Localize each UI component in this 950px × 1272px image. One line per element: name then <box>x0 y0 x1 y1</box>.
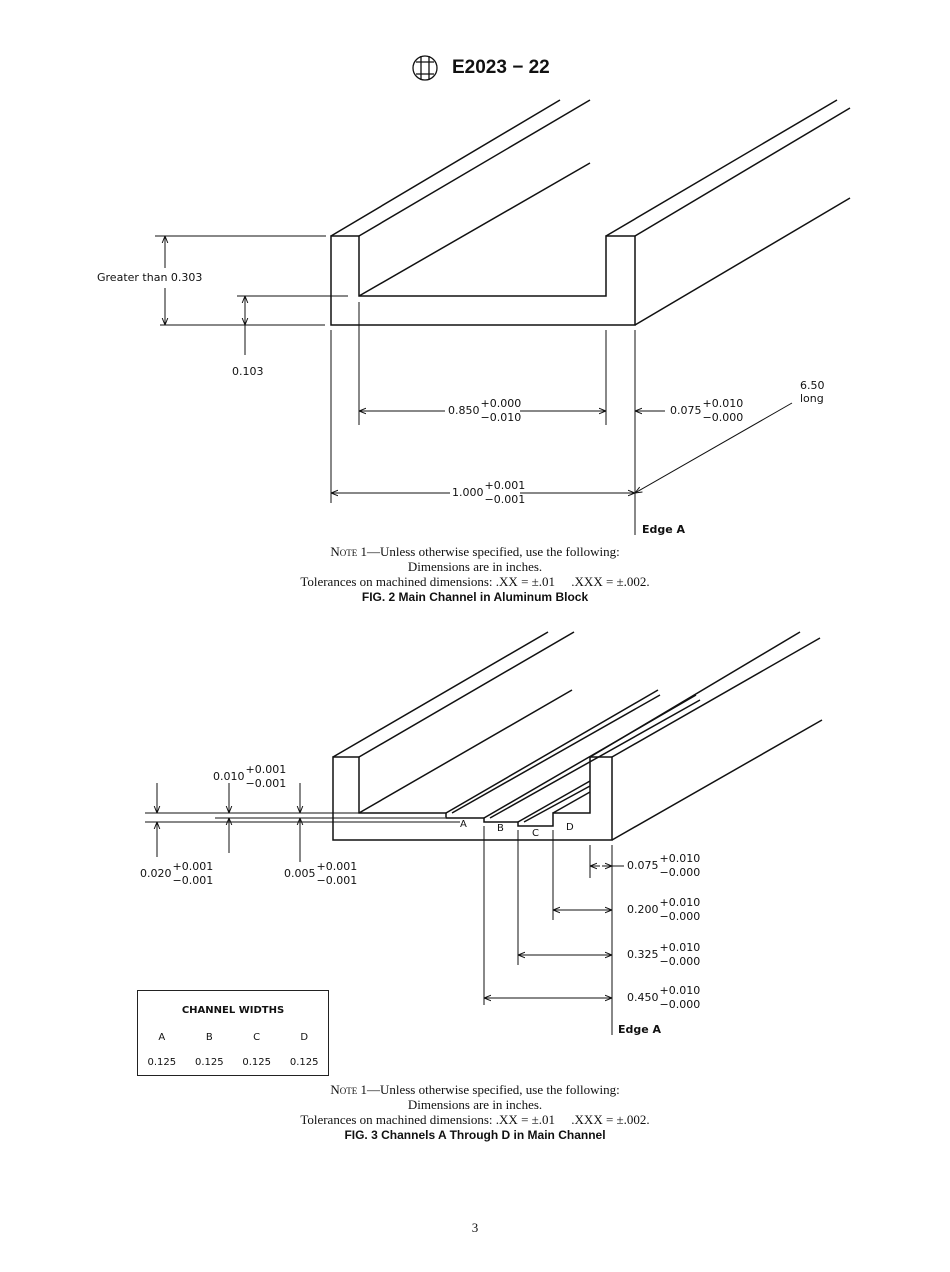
standard-designation: E2023 − 22 <box>452 57 550 78</box>
dim-0-020: 0.020+0.001−0.001 <box>140 860 213 888</box>
dim-nominal: 0.010 <box>213 770 245 783</box>
note-text: 1—Unless otherwise specified, use the fo… <box>357 544 620 559</box>
dim-minus: −0.000 <box>702 411 744 424</box>
table-header: C <box>253 1032 261 1044</box>
fig3-dimensions <box>145 783 624 1035</box>
channel-label-b: B <box>497 823 504 834</box>
dim-nominal: 0.005 <box>284 867 316 880</box>
dim-floor-thickness: 0.103 <box>232 365 264 378</box>
dim-minus: −0.000 <box>659 910 701 923</box>
note-prefix: Note <box>330 1082 358 1097</box>
dim-plus: +0.010 <box>659 941 701 954</box>
dim-plus: +0.001 <box>245 763 287 776</box>
dim-nominal: 0.325 <box>627 948 659 961</box>
table-cell: 0.125 <box>289 1056 319 1068</box>
dim-0-450: 0.450+0.010−0.000 <box>627 984 700 1012</box>
note-prefix: Note <box>330 544 358 559</box>
dim-0-010: 0.010+0.001−0.001 <box>213 763 286 791</box>
dim-length-unit: long <box>800 392 824 405</box>
fig2-drawing <box>330 99 851 326</box>
dim-nominal: 0.020 <box>140 867 172 880</box>
fig2-note-line1: Note 1—Unless otherwise specified, use t… <box>0 544 950 559</box>
dim-0-005: 0.005+0.001−0.001 <box>284 860 357 888</box>
dim-minus: −0.000 <box>659 998 701 1011</box>
edge-a-label: Edge A <box>618 1023 662 1036</box>
table-header-row: A B C D <box>138 1025 329 1050</box>
table-cell: 0.125 <box>147 1056 177 1068</box>
dim-plus: +0.001 <box>484 479 526 492</box>
dim-minus: −0.001 <box>484 493 526 506</box>
dim-plus: +0.001 <box>316 860 358 873</box>
fig3-note-line1: Note 1—Unless otherwise specified, use t… <box>0 1082 950 1097</box>
dim-length-value: 6.50 <box>800 379 825 392</box>
table-cell: 0.125 <box>242 1056 271 1068</box>
dim-channel-width: 0.850+0.000−0.010 <box>448 397 521 425</box>
edge-a-label: Edge A <box>642 523 686 536</box>
fig3-caption: FIG. 3 Channels A Through D in Main Chan… <box>344 1128 606 1142</box>
table-title: CHANNEL WIDTHS <box>181 1005 285 1017</box>
fig3-note-line3: Tolerances on machined dimensions: .XX =… <box>300 1112 650 1127</box>
dim-plus: +0.001 <box>172 860 214 873</box>
dim-plus: +0.010 <box>702 397 744 410</box>
note-text: 1—Unless otherwise specified, use the fo… <box>357 1082 620 1097</box>
page-number: 3 <box>471 1220 479 1235</box>
table-header: D <box>300 1032 309 1044</box>
dim-minus: −0.000 <box>659 955 701 968</box>
table-row: 0.125 0.125 0.125 0.125 <box>138 1050 329 1076</box>
dim-minus: −0.001 <box>316 874 358 887</box>
dim-plus: +0.000 <box>480 397 522 410</box>
dim-block-width: 1.000+0.001−0.001 <box>452 479 525 507</box>
dim-plus: +0.010 <box>659 896 701 909</box>
dim-overall-height: Greater than 0.303 <box>97 271 203 284</box>
table-header: B <box>205 1032 213 1044</box>
dim-plus: +0.010 <box>659 852 701 865</box>
fig2-caption: FIG. 2 Main Channel in Aluminum Block <box>361 590 589 604</box>
dim-nominal: 0.450 <box>627 991 659 1004</box>
channel-label-c: C <box>532 828 539 839</box>
fig2-note-line2: Dimensions are in inches. <box>407 559 543 574</box>
dim-minus: −0.001 <box>172 874 214 887</box>
fig2-dimensions <box>155 235 793 535</box>
dim-0-325: 0.325+0.010−0.000 <box>627 941 700 969</box>
dim-0-075: 0.075+0.010−0.000 <box>627 852 700 880</box>
channel-label-a: A <box>460 819 467 830</box>
fig3-note-line2: Dimensions are in inches. <box>407 1097 543 1112</box>
channel-label-d: D <box>566 822 574 833</box>
fig2-note-line3: Tolerances on machined dimensions: .XX =… <box>300 574 650 589</box>
table-header: A <box>158 1032 166 1044</box>
dim-nominal: 1.000 <box>452 486 484 499</box>
dim-minus: −0.010 <box>480 411 522 424</box>
dim-minus: −0.000 <box>659 866 701 879</box>
dim-nominal: 0.200 <box>627 903 659 916</box>
fig3-drawing <box>332 631 823 841</box>
dim-wall-width: 0.075+0.010−0.000 <box>670 397 743 425</box>
dim-length: 6.50 long <box>800 379 825 405</box>
dim-nominal: 0.075 <box>627 859 659 872</box>
dim-0-200: 0.200+0.010−0.000 <box>627 896 700 924</box>
astm-logo-icon <box>412 55 438 81</box>
table-cell: 0.125 <box>194 1056 224 1068</box>
dim-nominal: 0.850 <box>448 404 480 417</box>
dim-minus: −0.001 <box>245 777 287 790</box>
dim-plus: +0.010 <box>659 984 701 997</box>
dim-nominal: 0.075 <box>670 404 702 417</box>
channel-widths-table: CHANNEL WIDTHS A B C D 0.125 0.125 0.125… <box>137 990 329 1076</box>
